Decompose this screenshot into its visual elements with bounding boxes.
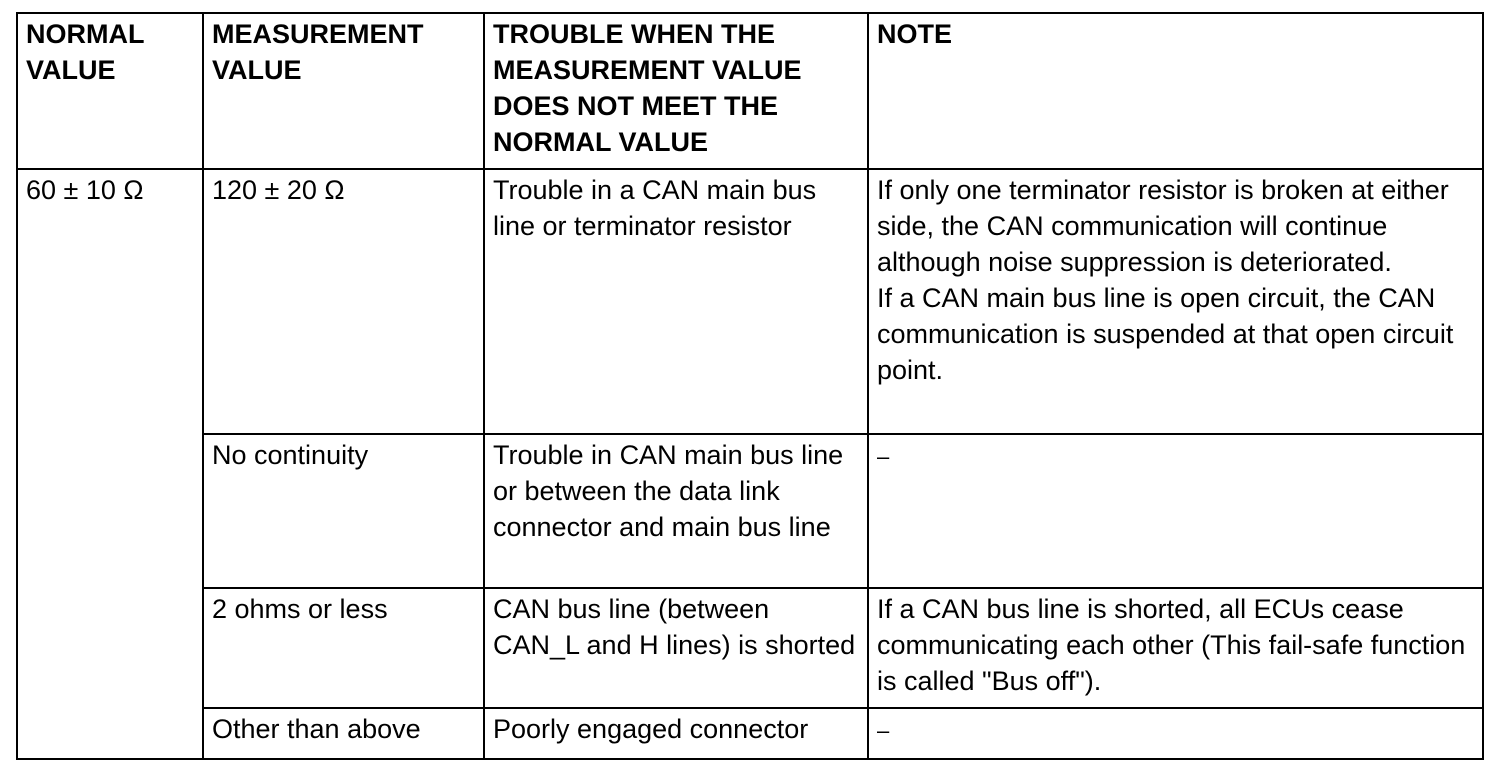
measurement-cell: No continuity: [202, 433, 485, 589]
table-row: 60 ± 10 Ω 120 ± 20 Ω Trouble in a CAN ma…: [16, 168, 1484, 760]
table-row: No continuity Trouble in CAN main bus li…: [17, 433, 1484, 589]
normal-value-cell: 60 ± 10 Ω: [16, 168, 204, 760]
header-normal-value: NORMAL VALUE: [16, 12, 204, 170]
trouble-cell: Trouble in CAN main bus line or between …: [483, 433, 869, 589]
trouble-cell: CAN bus line (between CAN_L and H lines)…: [483, 587, 869, 709]
measurement-cell: 2 ohms or less: [202, 587, 485, 709]
note-dash: –: [877, 444, 890, 469]
note-cell: If only one terminator resistor is broke…: [867, 168, 1484, 435]
note-dash: –: [877, 718, 890, 743]
measurement-cell: 120 ± 20 Ω: [202, 168, 485, 435]
header-note: NOTE: [867, 12, 1484, 170]
trouble-cell: Trouble in a CAN main bus line or termin…: [483, 168, 869, 435]
table-row: Other than above Poorly engaged connecto…: [17, 707, 1484, 760]
note-cell: –: [867, 433, 1484, 589]
can-resistance-table: NORMAL VALUE MEASUREMENT VALUE TROUBLE W…: [16, 12, 1484, 760]
note-line: If a CAN bus line is shorted, all ECUs c…: [877, 594, 1466, 696]
note-cell: –: [867, 707, 1484, 760]
note-line: If only one terminator resistor is broke…: [877, 175, 1449, 277]
header-trouble: TROUBLE WHEN THE MEASUREMENT VALUE DOES …: [483, 12, 869, 170]
measurement-cell: Other than above: [202, 707, 485, 760]
note-line: If a CAN main bus line is open circuit, …: [877, 283, 1454, 385]
table-header-row: NORMAL VALUE MEASUREMENT VALUE TROUBLE W…: [16, 12, 1484, 170]
header-measurement-value: MEASUREMENT VALUE: [202, 12, 485, 170]
trouble-cell: Poorly engaged connector: [483, 707, 869, 760]
note-cell: If a CAN bus line is shorted, all ECUs c…: [867, 587, 1484, 709]
table-row: 2 ohms or less CAN bus line (between CAN…: [17, 587, 1484, 709]
